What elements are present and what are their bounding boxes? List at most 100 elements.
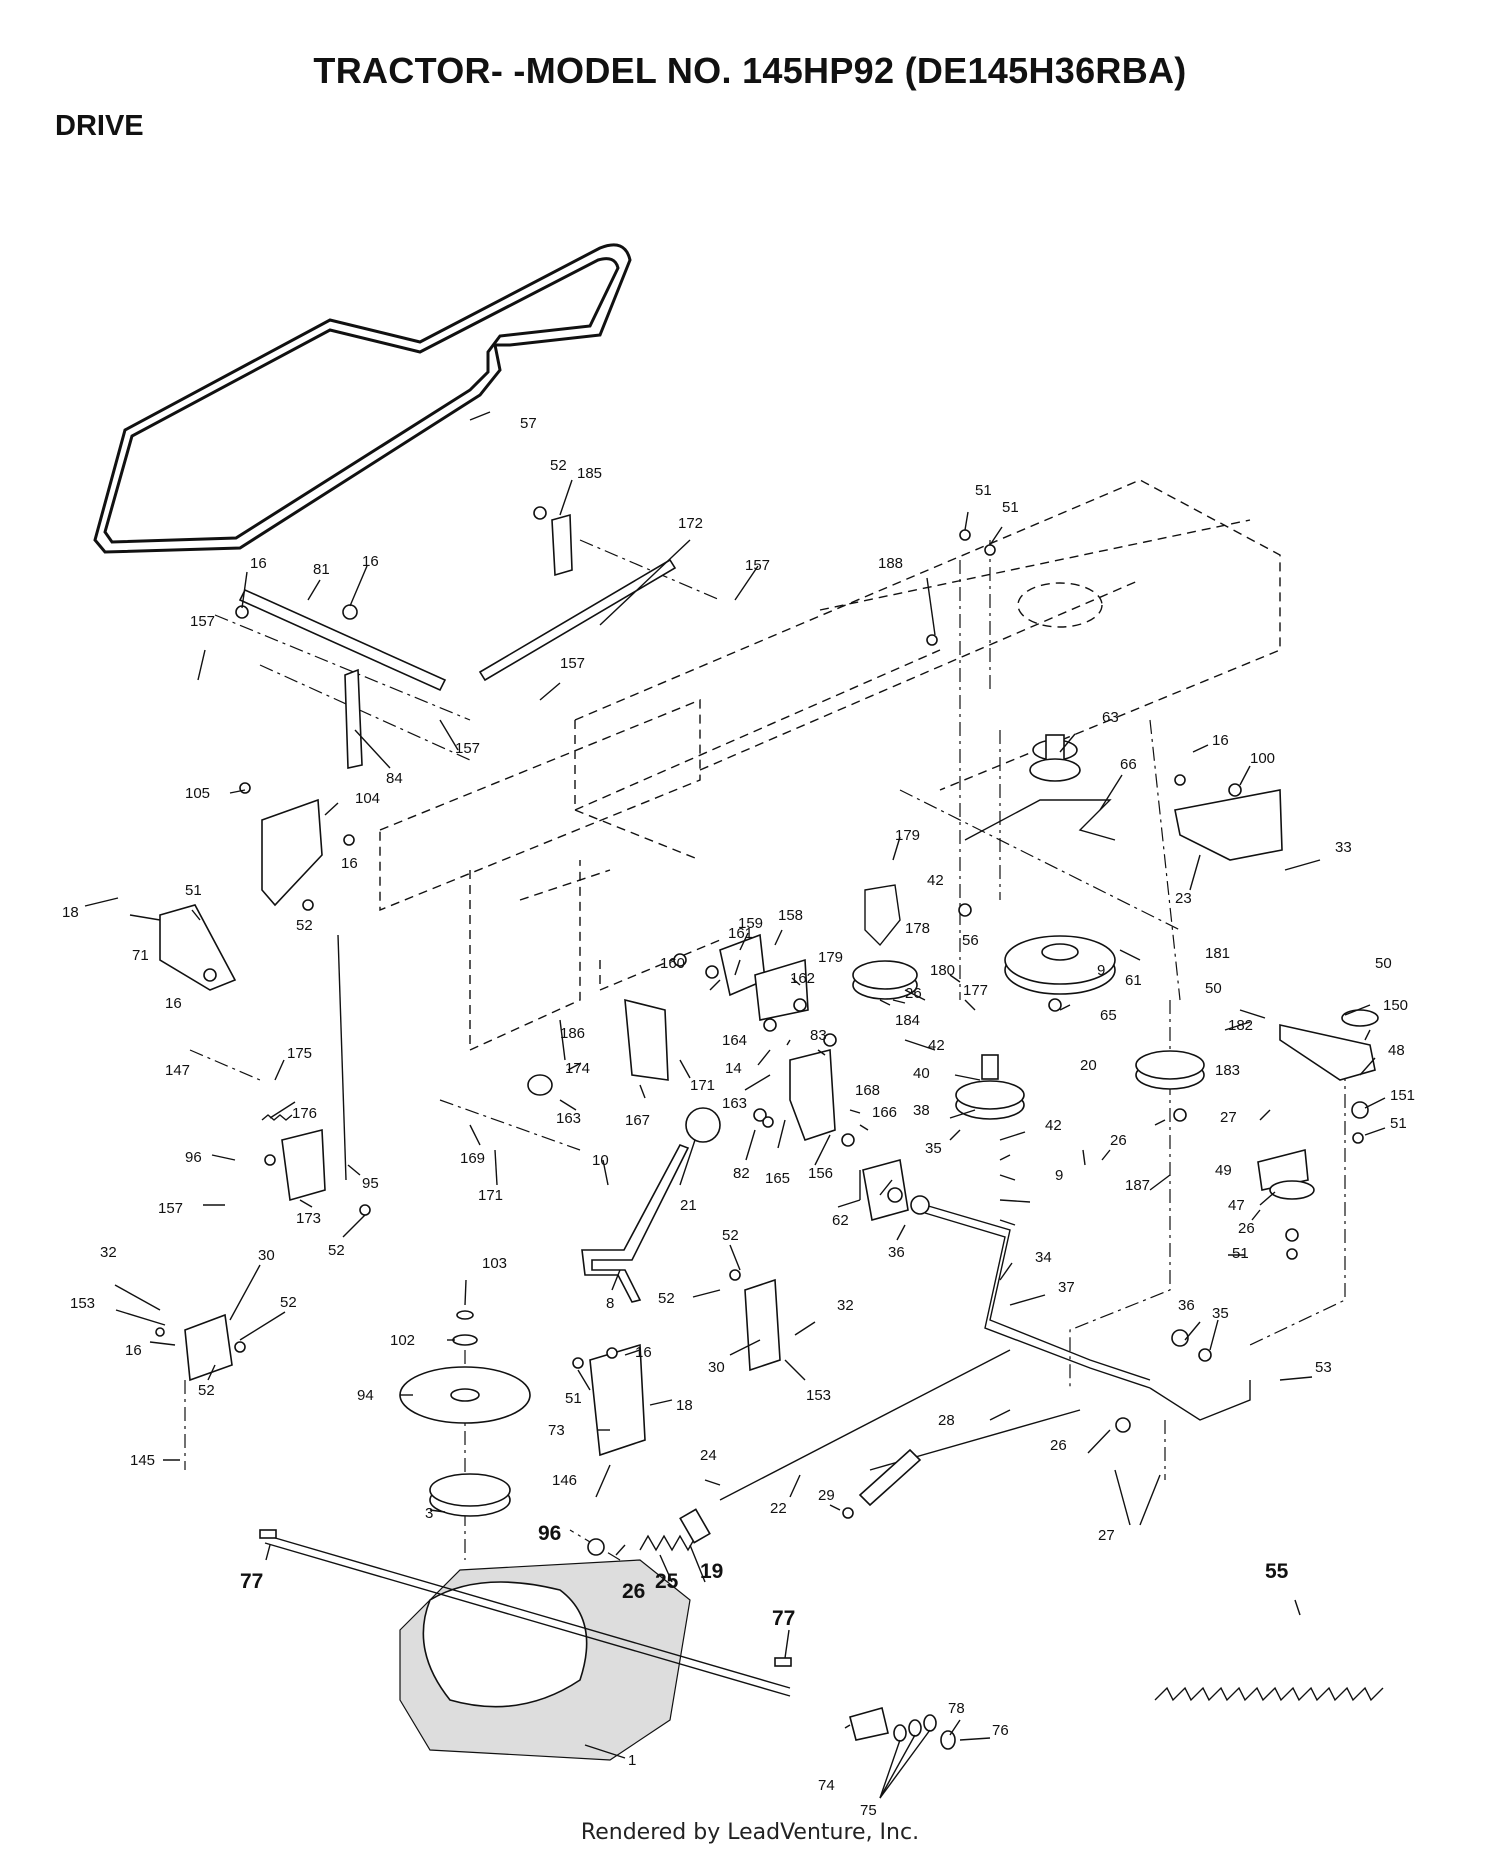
- leader-lines: [84, 411, 1386, 1799]
- callout-174: 174: [565, 1060, 590, 1077]
- callout-185: 185: [577, 465, 602, 482]
- callout-9: 9: [1055, 1167, 1063, 1184]
- callout-181: 181: [1205, 945, 1230, 962]
- callout-157: 157: [158, 1200, 183, 1217]
- callout-26: 26: [622, 1580, 645, 1603]
- callout-157: 157: [190, 613, 215, 630]
- callout-27: 27: [1098, 1527, 1115, 1544]
- callout-146: 146: [552, 1472, 577, 1489]
- callout-29: 29: [818, 1487, 835, 1504]
- callout-171: 171: [690, 1077, 715, 1094]
- callout-179: 179: [895, 827, 920, 844]
- callout-66: 66: [1120, 756, 1137, 773]
- callout-40: 40: [913, 1065, 930, 1082]
- callout-172: 172: [678, 515, 703, 532]
- section-title: DRIVE: [55, 110, 144, 142]
- callout-153: 153: [806, 1387, 831, 1404]
- drive-belt: [93, 243, 632, 554]
- callout-47: 47: [1228, 1197, 1245, 1214]
- callout-63: 63: [1102, 709, 1119, 726]
- callout-158: 158: [778, 907, 803, 924]
- callout-16: 16: [1212, 732, 1229, 749]
- callout-78: 78: [948, 1700, 965, 1717]
- callout-77: 77: [240, 1570, 263, 1593]
- callout-57: 57: [520, 415, 537, 432]
- callout-10: 10: [592, 1152, 609, 1169]
- callout-151: 151: [1390, 1087, 1415, 1104]
- callout-171: 171: [478, 1187, 503, 1204]
- callout-51: 51: [1232, 1245, 1249, 1262]
- callout-30: 30: [708, 1359, 725, 1376]
- callout-16: 16: [250, 555, 267, 572]
- callout-16: 16: [362, 553, 379, 570]
- callout-51: 51: [565, 1390, 582, 1407]
- callout-50: 50: [1375, 955, 1392, 972]
- callout-33: 33: [1335, 839, 1352, 856]
- callout-55: 55: [1265, 1560, 1289, 1583]
- callout-21: 21: [680, 1197, 697, 1214]
- callout-153: 153: [70, 1295, 95, 1312]
- callout-35: 35: [1212, 1305, 1229, 1322]
- callout-157: 157: [560, 655, 585, 672]
- callout-157: 157: [745, 557, 770, 574]
- callout-37: 37: [1058, 1279, 1075, 1296]
- callout-48: 48: [1388, 1042, 1405, 1059]
- callout-179: 179: [818, 949, 843, 966]
- callout-36: 36: [1178, 1297, 1195, 1314]
- footer-credit: Rendered by LeadVenture, Inc.: [580, 1820, 920, 1845]
- callout-182: 182: [1228, 1017, 1253, 1034]
- callout-94: 94: [357, 1387, 374, 1404]
- callout-188: 188: [878, 555, 903, 572]
- callout-145: 145: [130, 1452, 155, 1469]
- callout-84: 84: [386, 770, 403, 787]
- callout-52: 52: [296, 917, 313, 934]
- callout-73: 73: [548, 1422, 565, 1439]
- callout-38: 38: [913, 1102, 930, 1119]
- part-shapes: [155, 506, 1384, 1761]
- callout-160: 160: [660, 955, 685, 972]
- callout-159: 159: [738, 915, 763, 932]
- callout-161: 161: [728, 925, 753, 942]
- callout-34: 34: [1035, 1249, 1052, 1266]
- callout-28: 28: [938, 1412, 955, 1429]
- callout-187: 187: [1125, 1177, 1150, 1194]
- part-callouts: 57 52 185 172 157 188 51 51 16 81 16 157…: [62, 415, 1415, 1819]
- callout-52: 52: [658, 1290, 675, 1307]
- callout-51: 51: [1002, 499, 1019, 516]
- callout-176: 176: [292, 1105, 317, 1122]
- callout-9: 9: [1097, 962, 1105, 979]
- callout-18: 18: [676, 1397, 693, 1414]
- callout-42: 42: [928, 1037, 945, 1054]
- callout-81: 81: [313, 561, 330, 578]
- callout-42: 42: [1045, 1117, 1062, 1134]
- callout-105: 105: [185, 785, 210, 802]
- callout-102: 102: [390, 1332, 415, 1349]
- callout-100: 100: [1250, 750, 1275, 767]
- callout-180: 180: [930, 962, 955, 979]
- callout-51: 51: [1390, 1115, 1407, 1132]
- callout-52: 52: [280, 1294, 297, 1311]
- callout-30: 30: [258, 1247, 275, 1264]
- callout-96: 96: [185, 1149, 202, 1166]
- callout-16: 16: [165, 995, 182, 1012]
- callout-74: 74: [818, 1777, 835, 1794]
- callout-104: 104: [355, 790, 380, 807]
- callout-103: 103: [482, 1255, 507, 1272]
- callout-22: 22: [770, 1500, 787, 1517]
- callout-20: 20: [1080, 1057, 1097, 1074]
- callout-3: 3: [425, 1505, 433, 1522]
- callout-147: 147: [165, 1062, 190, 1079]
- callout-177: 177: [963, 982, 988, 999]
- callout-52: 52: [722, 1227, 739, 1244]
- callout-178: 178: [905, 920, 930, 937]
- callout-162: 162: [790, 970, 815, 987]
- callout-16: 16: [341, 855, 358, 872]
- callout-23: 23: [1175, 890, 1192, 907]
- callout-71: 71: [132, 947, 149, 964]
- callout-52: 52: [328, 1242, 345, 1259]
- callout-52: 52: [198, 1382, 215, 1399]
- callout-65: 65: [1100, 1007, 1117, 1024]
- callout-8: 8: [606, 1295, 614, 1312]
- callout-53: 53: [1315, 1359, 1332, 1376]
